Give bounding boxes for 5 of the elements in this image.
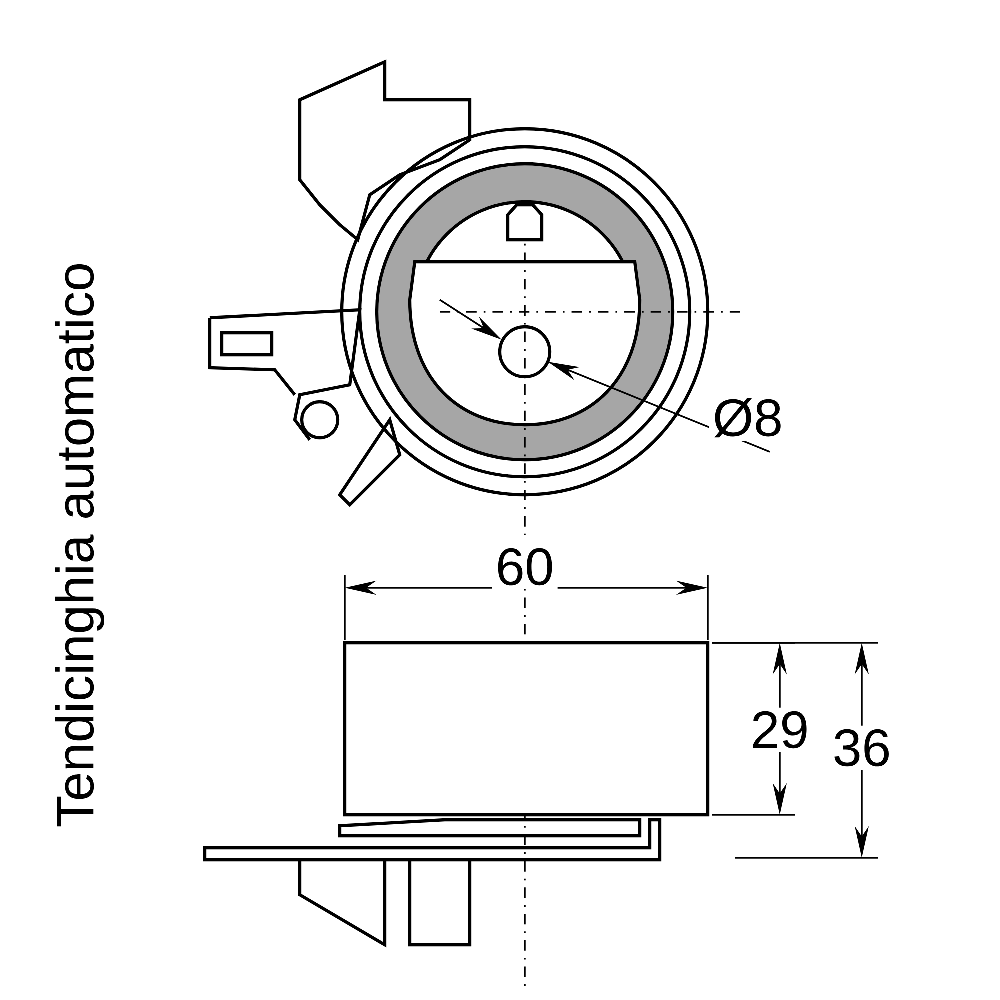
dimension-label: 29 bbox=[747, 708, 813, 752]
dimension-label: 60 bbox=[492, 544, 558, 590]
vertical-title: Tendicinghia automatico bbox=[55, 264, 105, 827]
dimension-label: Ø8 bbox=[709, 394, 787, 442]
dimension-label: 36 bbox=[829, 726, 895, 770]
